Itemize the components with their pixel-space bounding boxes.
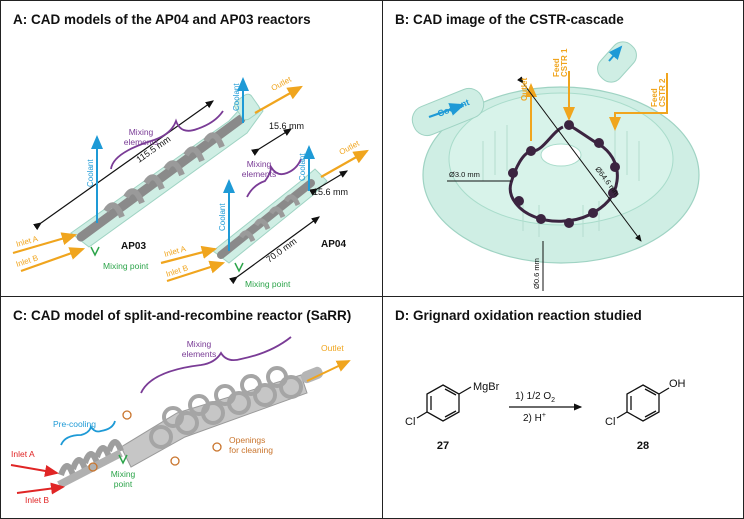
panel-a-title: A: CAD models of the AP04 and AP03 react… <box>13 12 311 27</box>
mixing-brace-ap03 <box>110 110 224 170</box>
coolant-mid-label: Coolant <box>218 203 227 231</box>
precooling-brace <box>60 420 116 446</box>
panel-d: D: Grignard oxidation reaction studied M… <box>382 296 744 519</box>
openings-label-1: Openings <box>229 435 265 445</box>
product-number: 28 <box>637 440 649 452</box>
dim-line-64 <box>517 76 642 242</box>
opening-circle-3 <box>170 456 180 466</box>
outlet-arrow-1 <box>254 85 303 114</box>
feed-pipe <box>597 41 637 83</box>
reactant-cl: Cl <box>405 416 415 428</box>
panel-b-title: B: CAD image of the CSTR-cascade <box>395 12 624 27</box>
feed-pipe-arrow <box>608 45 623 62</box>
outlet-arrow <box>306 360 351 382</box>
ap03-label: AP03 <box>121 241 146 252</box>
panel-c-title: C: CAD model of split-and-recombine reac… <box>13 308 352 323</box>
dia-06-label: Ø0.6 mm <box>532 258 541 289</box>
opening-circle-1 <box>122 410 132 420</box>
mixing-elements-label-1: Mixing <box>129 127 154 137</box>
inlet-a-arrow-2 <box>160 245 218 265</box>
product-structure <box>616 384 670 422</box>
ap04-label: AP04 <box>321 239 346 250</box>
grignard-scheme: MgBr Cl 27 1) 1/2 O2 2) H+ OH Cl 28 <box>405 378 686 452</box>
dim-15-6-top-label: 15.6 mm <box>269 121 304 131</box>
mixing-point-1-label: Mixing point <box>103 261 149 271</box>
coolant-pipe <box>411 87 485 137</box>
mixing-elements-label-1: Mixing <box>187 339 212 349</box>
reactant-structure <box>416 384 472 422</box>
inlet-b-arrow-2 <box>166 260 226 283</box>
inlet-b-label: Inlet B <box>25 495 49 505</box>
inlet-b-2-label: Inlet B <box>165 263 189 279</box>
ap-reactors-figure: Mixing elements Mixing elements 115.5 mm… <box>12 74 369 289</box>
cstr-cascade-figure: Coolant Outlet Feed CSTR 1 Feed CSTR 2 Ø… <box>411 41 700 291</box>
dim-line-15-6-bottom <box>308 170 349 196</box>
inlet-b-arrow-1 <box>20 247 86 273</box>
dim-15-6-bottom-label: 15.6 mm <box>313 187 348 197</box>
dim-line-15-6-top <box>250 128 293 156</box>
dim-70-label: 70.0 mm <box>264 236 298 265</box>
inlet-a-label: Inlet A <box>11 449 35 459</box>
feed-cstr1-label-2: CSTR 1 <box>560 48 569 77</box>
product-group: OH <box>669 378 686 390</box>
sarr-reactor-body <box>120 366 323 468</box>
panel-d-title: D: Grignard oxidation reaction studied <box>395 308 642 323</box>
outlet-label: Outlet <box>520 78 529 101</box>
precooling-label: Pre-cooling <box>53 419 96 429</box>
mixing-point-label-1: Mixing <box>111 469 136 479</box>
mixing-elements-b-label-2: elements <box>242 169 277 179</box>
dim-line-115 <box>33 100 214 231</box>
inlet-b-arrow <box>16 482 65 495</box>
inlet-a-arrow <box>10 464 59 477</box>
coolant-left-label: Coolant <box>86 159 95 187</box>
ap03-reactor <box>70 93 264 248</box>
feed-cstr1-label-1: Feed <box>552 58 561 77</box>
step1-text: 1) 1/2 O2 <box>515 391 555 404</box>
panel-b: B: CAD image of the CSTR-cascade <box>382 0 744 297</box>
outlet-2-label: Outlet <box>338 138 362 156</box>
opening-circle-2 <box>88 462 98 472</box>
mixing-point-marker <box>118 454 128 465</box>
sarr-figure: Mixing elements Outlet Pre-cooling Inlet… <box>10 336 351 505</box>
outlet-arrow-2 <box>320 149 369 178</box>
inlet-a-arrow-1 <box>12 232 78 255</box>
reactant-group: MgBr <box>473 381 500 393</box>
feed-cstr2-label-2: CSTR 2 <box>658 78 667 107</box>
coolant-right-label: Coolant <box>298 153 307 181</box>
mixing-elements-b-label-1: Mixing <box>247 159 272 169</box>
product-cl: Cl <box>605 416 615 428</box>
panel-c: C: CAD model of split-and-recombine reac… <box>0 296 383 519</box>
mixing-point-2-label: Mixing point <box>245 279 291 289</box>
mixing-point-marker-1 <box>90 246 100 257</box>
outlet-label: Outlet <box>321 343 344 353</box>
mixing-point-marker-2 <box>234 262 244 273</box>
reactant-number: 27 <box>437 440 449 452</box>
outlet-1-label: Outlet <box>270 74 294 92</box>
dim-line-70 <box>229 216 320 285</box>
coolant-arrow <box>428 103 466 119</box>
step2-text: 2) H+ <box>523 412 546 424</box>
mixing-elements-label-2: elements <box>124 137 159 147</box>
openings-label-2: for cleaning <box>229 445 273 455</box>
panel-a: A: CAD models of the AP04 and AP03 react… <box>0 0 383 297</box>
opening-circle-legend <box>212 442 222 452</box>
feed-cstr2-label-1: Feed <box>650 88 659 107</box>
dia-3-label: Ø3.0 mm <box>449 170 480 179</box>
mixing-elements-brace <box>140 336 292 394</box>
mixing-elements-label-2: elements <box>182 349 217 359</box>
mixing-point-label-2: point <box>114 479 133 489</box>
mixing-brace-ap04 <box>246 158 302 198</box>
coolant-top-label: Coolant <box>232 83 241 111</box>
